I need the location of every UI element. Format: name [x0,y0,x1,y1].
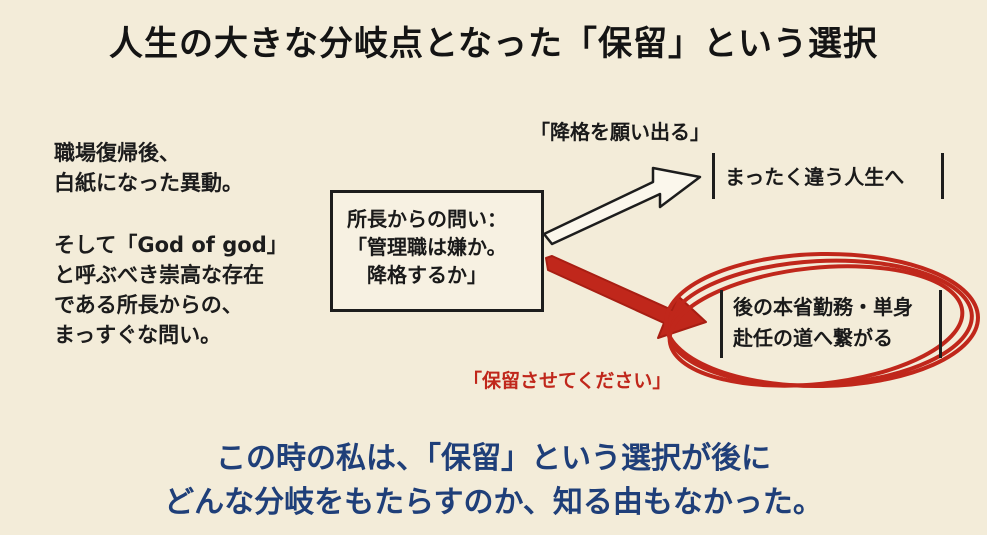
upper-branch-label: 「降格を願い出る」 [530,120,710,144]
page-title: 人生の大きな分岐点となった「保留」という選択 [109,24,878,64]
lower-outcome-box: 後の本省勤務・単身 赴任の道へ繋がる [720,290,942,358]
context-line: 白紙になった異動。 [54,171,243,195]
context-line: である所長からの、 [54,293,243,317]
question-line: 「管理職は嫌か。 [347,235,507,259]
context-line: まっすぐな問い。 [54,323,222,347]
upper-outcome-box: まったく違う人生へ [712,153,944,199]
conclusion-line-2: どんな分岐をもたらすのか、知る由もなかった。 [164,485,823,520]
context-text-2: そして「God of god」 と呼ぶべき崇高な存在 である所長からの、 まっす… [54,230,288,350]
lower-branch-label: 「保留させてください」 [463,370,672,392]
context-text-1: 職場復帰後、 白紙になった異動。 [54,138,243,198]
context-line: 職場復帰後、 [54,141,180,165]
question-line: 降格するか」 [347,263,487,287]
context-line: と呼ぶべき崇高な存在 [54,263,264,287]
upper-outcome-text: まったく違う人生へ [725,165,905,189]
lower-outcome-line: 後の本省勤務・単身 [733,295,913,319]
question-box: 所長からの問い： 「管理職は嫌か。 降格するか」 [330,190,544,312]
context-line: そして「God of god」 [54,233,288,257]
upper-branch-arrow [542,166,702,246]
question-line: 所長からの問い： [347,207,507,231]
conclusion-line-1: この時の私は、「保留」という選択が後に [216,441,771,476]
lower-outcome-line: 赴任の道へ繋がる [733,326,893,350]
lower-branch-arrow [545,255,707,339]
highlight-circle [664,251,980,389]
